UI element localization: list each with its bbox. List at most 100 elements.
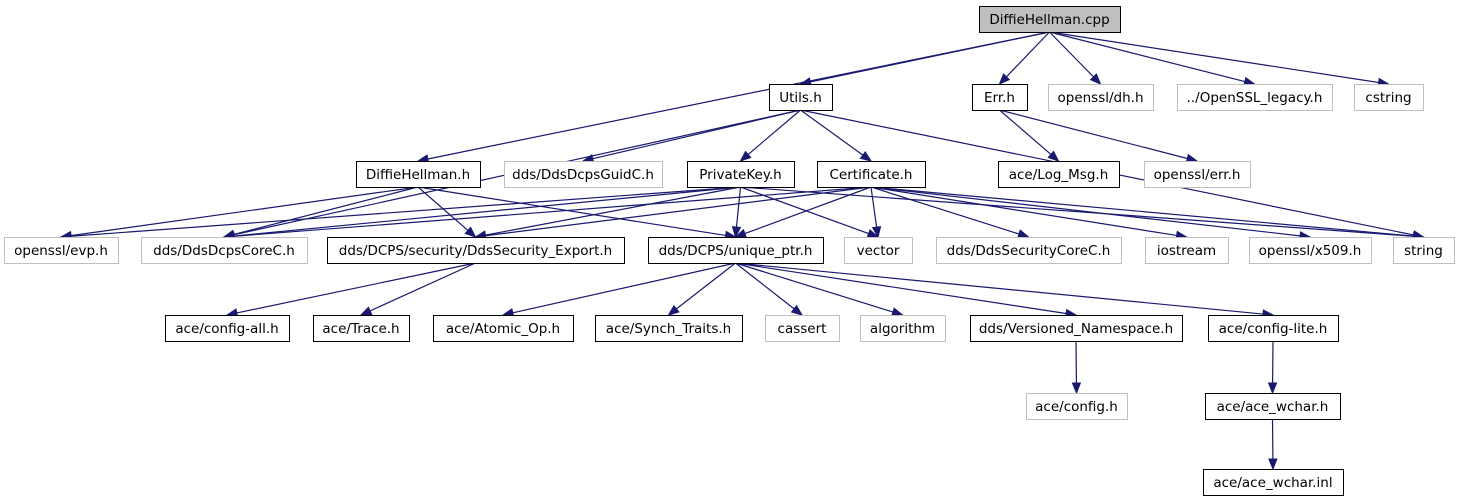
edge-line <box>870 186 878 228</box>
node-secexp[interactable]: dds/DCPS/security/DdsSecurity_Export.h <box>327 237 625 264</box>
node-wchar[interactable]: ace/ace_wchar.h <box>1205 393 1341 420</box>
node-cfglite[interactable]: ace/config-lite.h <box>1208 315 1339 342</box>
node-atomic[interactable]: ace/Atomic_Op.h <box>433 315 574 342</box>
edge-line <box>1049 31 1094 78</box>
arrowhead <box>1047 150 1060 162</box>
arrowhead <box>871 225 882 239</box>
node-evp: openssl/evp.h <box>4 237 119 264</box>
node-iostream: iostream <box>1145 237 1229 264</box>
node-privkey[interactable]: PrivateKey.h <box>687 161 795 188</box>
node-label: dds/DCPS/unique_ptr.h <box>659 243 813 259</box>
node-err[interactable]: Err.h <box>972 84 1028 111</box>
edge-line <box>735 186 742 228</box>
edge-uptr-to-atomic <box>501 262 736 318</box>
edge-line <box>1049 31 1245 83</box>
node-uptr[interactable]: dds/DCPS/unique_ptr.h <box>648 237 824 264</box>
edge-line <box>870 186 1414 237</box>
node-box <box>817 161 926 188</box>
edge-line <box>417 186 726 237</box>
node-synch[interactable]: ace/Synch_Traits.h <box>595 315 743 342</box>
node-box <box>1026 393 1128 420</box>
edge-line <box>870 186 1177 237</box>
edge-cert-to-vector <box>870 186 882 239</box>
node-box <box>687 161 795 188</box>
edge-utils-to-cert <box>800 109 873 162</box>
node-cert[interactable]: Certificate.h <box>817 161 926 188</box>
edge-uptr-to-cassert <box>735 262 804 316</box>
node-label: dds/DdsSecurityCoreC.h <box>947 243 1111 259</box>
arrowhead <box>790 304 804 316</box>
node-box <box>595 315 743 342</box>
node-box <box>165 315 290 342</box>
node-box <box>648 237 824 264</box>
node-box <box>765 315 840 342</box>
edge-privkey-to-string <box>740 186 1425 241</box>
node-label: dds/DCPS/security/DdsSecurity_Export.h <box>339 243 612 259</box>
edge-secexp-to-cfgall <box>225 262 476 318</box>
edge-line <box>744 186 872 235</box>
node-box <box>1205 393 1341 420</box>
node-trace[interactable]: ace/Trace.h <box>313 315 410 342</box>
node-utils[interactable]: Utils.h <box>769 84 833 111</box>
edge-line <box>236 262 476 314</box>
node-vns[interactable]: dds/Versioned_Namespace.h <box>970 315 1183 342</box>
edge-vns-to-cfg <box>1071 340 1082 395</box>
edge-root-to-diffieh <box>416 31 1050 164</box>
edge-line <box>676 262 736 310</box>
edge-line <box>735 262 1067 315</box>
node-box <box>936 237 1122 264</box>
node-label: dds/Versioned_Namespace.h <box>979 321 1173 337</box>
edge-line <box>485 186 872 237</box>
node-label: openssl/dh.h <box>1057 90 1143 106</box>
node-box <box>1144 161 1251 188</box>
edge-line <box>70 186 741 237</box>
edge-secexp-to-trace <box>359 262 476 316</box>
node-algorithm: algorithm <box>860 315 946 342</box>
node-label: DiffieHellman.h <box>366 167 470 183</box>
edge-uptr-to-vns <box>735 262 1078 319</box>
edge-line <box>747 109 801 155</box>
node-dh: openssl/dh.h <box>1048 84 1154 111</box>
node-corec: dds/DdsDcpsCoreC.h <box>141 237 308 264</box>
node-box <box>1354 84 1424 111</box>
edge-diffieh-to-evp <box>59 186 419 241</box>
node-errh: openssl/err.h <box>1144 161 1251 188</box>
node-label: ace/Log_Msg.h <box>1009 167 1109 183</box>
node-label: PrivateKey.h <box>699 167 781 183</box>
node-box <box>141 237 308 264</box>
node-root[interactable]: DiffieHellman.cpp <box>979 6 1121 33</box>
node-box <box>1393 237 1455 264</box>
node-label: vector <box>857 243 900 259</box>
node-label: ace/Synch_Traits.h <box>606 321 731 337</box>
edge-line <box>735 262 1264 315</box>
node-label: dds/DdsDcpsGuidC.h <box>512 167 654 183</box>
node-box <box>327 237 625 264</box>
edge-root-to-dh <box>1049 31 1102 85</box>
node-label: string <box>1404 243 1443 259</box>
node-label: openssl/evp.h <box>14 243 108 259</box>
edge-cert-to-corec <box>222 186 872 241</box>
edge-line <box>870 186 1301 237</box>
arrowhead <box>739 150 752 162</box>
node-box <box>844 237 913 264</box>
node-cfg: ace/config.h <box>1026 393 1128 420</box>
node-box <box>356 161 481 188</box>
node-wcharinl[interactable]: ace/ace_wchar.inl <box>1203 469 1344 496</box>
node-label: openssl/err.h <box>1154 167 1241 183</box>
arrowhead <box>998 73 1011 85</box>
node-diffieh[interactable]: DiffieHellman.h <box>356 161 481 188</box>
node-box <box>972 84 1028 111</box>
node-label: ace/config-lite.h <box>1219 321 1328 337</box>
arrowhead <box>891 307 904 317</box>
arrowhead <box>464 226 477 238</box>
node-box <box>1145 237 1229 264</box>
edge-uptr-to-cfglite <box>735 262 1275 319</box>
node-cfgall[interactable]: ace/config-all.h <box>165 315 290 342</box>
node-logmsg[interactable]: ace/Log_Msg.h <box>998 161 1120 188</box>
node-guidc: dds/DdsDcpsGuidC.h <box>504 161 663 188</box>
node-box <box>1208 315 1339 342</box>
node-label: Certificate.h <box>830 167 913 183</box>
edge-line <box>233 186 741 237</box>
